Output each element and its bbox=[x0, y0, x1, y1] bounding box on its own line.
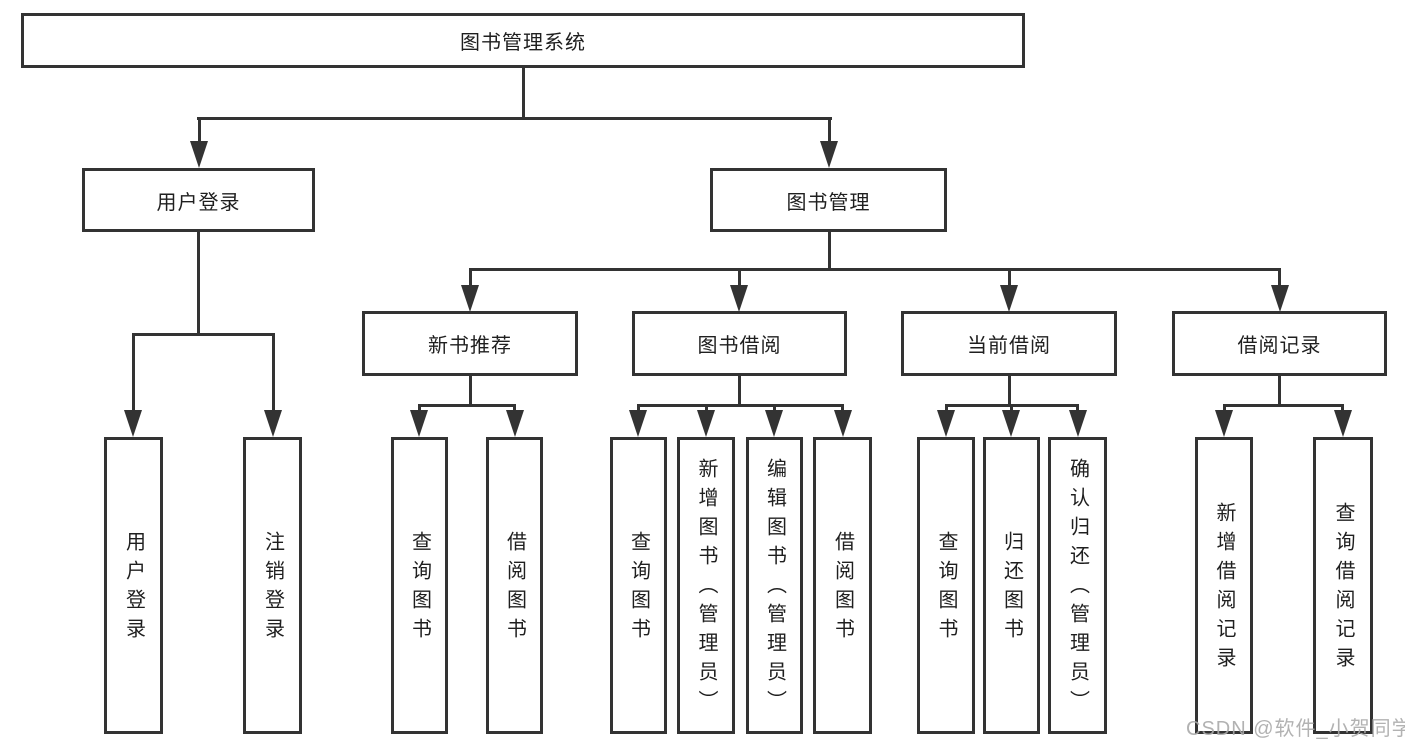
arrow-down-icon bbox=[697, 410, 715, 437]
node-book-borrowing: 图书借阅 bbox=[632, 311, 847, 376]
node-leaf-edit-books-admin: 编辑图书（管理员） bbox=[746, 437, 803, 734]
node-new-book-recommend: 新书推荐 bbox=[362, 311, 578, 376]
csdn-watermark: CSDN @软件_小贺同学 bbox=[1186, 718, 1405, 740]
node-leaf-return-books: 归还图书 bbox=[983, 437, 1040, 734]
connector-line bbox=[637, 404, 844, 407]
arrow-down-icon bbox=[1271, 285, 1289, 312]
arrow-down-icon bbox=[820, 141, 838, 168]
arrow-down-icon bbox=[124, 410, 142, 437]
arrow-down-icon bbox=[765, 410, 783, 437]
connector-line bbox=[272, 333, 275, 410]
arrow-down-icon bbox=[264, 410, 282, 437]
connector-line bbox=[132, 333, 135, 410]
connector-line bbox=[418, 404, 421, 412]
node-leaf-search-books-current: 查询图书 bbox=[917, 437, 975, 734]
connector-line bbox=[1076, 404, 1079, 412]
connector-line bbox=[469, 268, 472, 285]
connector-line bbox=[1008, 268, 1011, 285]
node-leaf-search-borrow-record: 查询借阅记录 bbox=[1313, 437, 1373, 734]
arrow-down-icon bbox=[834, 410, 852, 437]
connector-line bbox=[738, 268, 741, 285]
connector-line bbox=[132, 333, 275, 336]
arrow-down-icon bbox=[629, 410, 647, 437]
arrow-down-icon bbox=[410, 410, 428, 437]
node-leaf-search-books-borrowing: 查询图书 bbox=[610, 437, 667, 734]
arrow-down-icon bbox=[1000, 285, 1018, 312]
arrow-down-icon bbox=[190, 141, 208, 168]
connector-line bbox=[1008, 376, 1011, 406]
arrow-down-icon bbox=[937, 410, 955, 437]
connector-line bbox=[841, 404, 844, 412]
node-current-borrowing: 当前借阅 bbox=[901, 311, 1117, 376]
arrow-down-icon bbox=[1002, 410, 1020, 437]
connector-line bbox=[1278, 268, 1281, 285]
node-leaf-logout: 注销登录 bbox=[243, 437, 302, 734]
arrow-down-icon bbox=[1069, 410, 1087, 437]
connector-line bbox=[1223, 404, 1226, 412]
node-root-library-system: 图书管理系统 bbox=[21, 13, 1025, 68]
node-book-management: 图书管理 bbox=[710, 168, 947, 232]
node-user-login: 用户登录 bbox=[82, 168, 315, 232]
connector-line bbox=[1278, 376, 1281, 406]
connector-line bbox=[828, 232, 831, 270]
connector-line bbox=[418, 404, 516, 407]
arrow-down-icon bbox=[506, 410, 524, 437]
connector-line bbox=[469, 376, 472, 406]
connector-line bbox=[738, 376, 741, 406]
connector-line bbox=[198, 117, 201, 143]
node-leaf-user-login: 用户登录 bbox=[104, 437, 163, 734]
arrow-down-icon bbox=[730, 285, 748, 312]
connector-line bbox=[773, 404, 776, 412]
connector-line bbox=[197, 232, 200, 335]
connector-line bbox=[945, 404, 948, 412]
connector-line bbox=[828, 117, 831, 143]
node-leaf-add-borrow-record: 新增借阅记录 bbox=[1195, 437, 1253, 734]
connector-line bbox=[469, 268, 1281, 271]
connector-line bbox=[197, 117, 832, 120]
connector-line bbox=[522, 68, 525, 118]
arrow-down-icon bbox=[1334, 410, 1352, 437]
node-leaf-borrow-books: 借阅图书 bbox=[813, 437, 872, 734]
connector-line bbox=[1341, 404, 1344, 412]
connector-line bbox=[705, 404, 708, 412]
node-borrowing-records: 借阅记录 bbox=[1172, 311, 1387, 376]
connector-line bbox=[1223, 404, 1344, 407]
connector-line bbox=[513, 404, 516, 412]
node-leaf-search-books-recommend: 查询图书 bbox=[391, 437, 448, 734]
connector-line bbox=[1010, 404, 1013, 412]
node-leaf-add-books-admin: 新增图书（管理员） bbox=[677, 437, 735, 734]
connector-line bbox=[637, 404, 640, 412]
node-leaf-confirm-return-admin: 确认归还（管理员） bbox=[1048, 437, 1107, 734]
arrow-down-icon bbox=[461, 285, 479, 312]
node-leaf-borrow-books-recommend: 借阅图书 bbox=[486, 437, 543, 734]
arrow-down-icon bbox=[1215, 410, 1233, 437]
